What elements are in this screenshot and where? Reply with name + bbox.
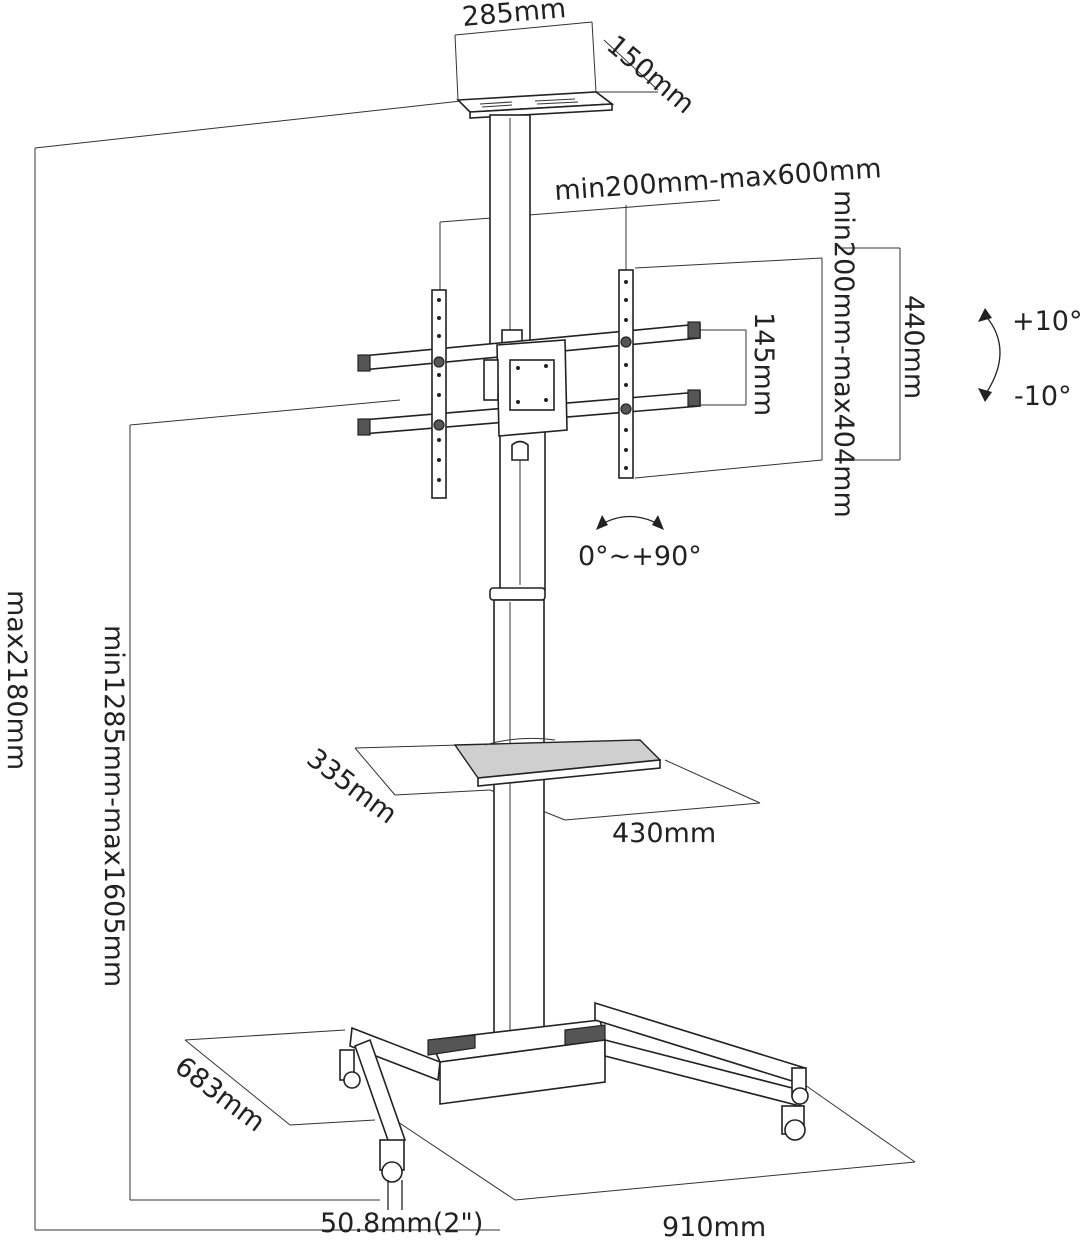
dimension-lines (34, 21, 916, 1231)
label-tilt-down: -10° (1014, 381, 1072, 412)
tilt-arrow (978, 308, 1001, 402)
label-tilt-up: +10° (1012, 306, 1080, 337)
label-vertical-vesa: min200mm-max404mm (828, 190, 859, 518)
upper-column (489, 114, 531, 356)
casters (339, 1049, 809, 1210)
middle-shelf (453, 737, 662, 787)
rotation-arrow (596, 515, 664, 530)
label-arm-spacing: 145mm (748, 312, 779, 416)
vesa-bracket (357, 269, 701, 499)
caster-right-rear (791, 1067, 809, 1105)
label-mid-shelf-width: 430mm (612, 818, 716, 849)
caster-right-front (781, 1105, 806, 1141)
label-top-shelf-width: 285mm (461, 0, 567, 33)
label-base-width: 910mm (662, 1212, 766, 1240)
caster-left-front (379, 1139, 405, 1210)
main-column (489, 429, 546, 1041)
top-shelf (456, 91, 615, 119)
label-top-shelf-depth: 150mm (601, 30, 701, 121)
label-rotation: 0°~+90° (578, 541, 702, 572)
base-frame (349, 1001, 806, 1148)
caster-left-rear (339, 1049, 361, 1089)
label-bracket-height: 440mm (898, 295, 929, 399)
label-caster-size: 50.8mm(2") (320, 1208, 483, 1239)
label-base-depth: 683mm (169, 1051, 271, 1138)
label-max-height: max2180mm (1, 590, 32, 770)
label-height-range: min1285mm-max1605mm (98, 625, 129, 987)
